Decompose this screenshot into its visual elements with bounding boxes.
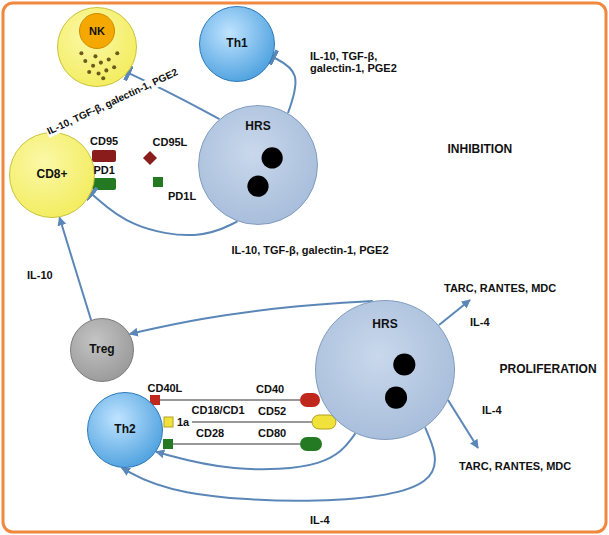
ligand-label: CD95L: [153, 136, 188, 149]
granule-dot: [79, 51, 83, 55]
receptor-label: PD1: [94, 164, 115, 177]
receptor-label: CD40: [256, 383, 284, 396]
ligand-label: CD28: [196, 427, 224, 440]
chemokine-label: TARC, RANTES, MDC: [444, 282, 556, 295]
cell-name: HRS: [245, 120, 270, 133]
cell-name: HRS: [372, 318, 397, 331]
signal-connector: [130, 301, 373, 334]
ligand-label: PD1L: [168, 190, 196, 203]
hrs-cell: HRS: [315, 300, 455, 440]
ligand-label: CD18/CD1: [192, 404, 245, 417]
granule-dot: [107, 57, 111, 61]
th2-cell: Th2: [87, 392, 163, 468]
section-heading: PROLIFERATION: [500, 363, 597, 377]
cell-name: NK: [79, 13, 115, 49]
chemokine-label: TARC, RANTES, MDC: [459, 460, 571, 473]
cd80-receptor: [300, 437, 322, 451]
granule-dot: [104, 68, 108, 72]
cell-name: CD8+: [36, 168, 67, 181]
cd40l-ligand: [150, 395, 160, 405]
pd1l-ligand: [153, 177, 163, 187]
hrs-cell: HRS: [198, 105, 318, 225]
signal-connector: [156, 433, 355, 469]
cytokine-label: IL-4: [470, 316, 490, 329]
signal-connector: [128, 73, 220, 119]
cytokine-label: IL-4: [482, 404, 502, 417]
cd95l-ligand: [143, 151, 157, 165]
cytokine-label: IL-10: [26, 269, 54, 282]
cd28-ligand: [163, 439, 173, 449]
secretion-arrow: [448, 400, 478, 448]
ligand-label: 1a: [177, 416, 189, 429]
granule-dot: [112, 65, 116, 69]
secretion-arrow: [439, 300, 470, 325]
cytokine-label: IL-10, TGF-β, galectin-1, PGE2: [231, 244, 390, 257]
granule-dot: [93, 54, 97, 58]
receptor-label: CD80: [258, 427, 286, 440]
treg-cell: Treg: [70, 318, 134, 382]
cell-granules: [58, 8, 136, 86]
cell-name: Treg: [89, 343, 114, 356]
signal-connector: [91, 193, 238, 235]
nucleus-dot: [247, 176, 268, 197]
granule-dot: [115, 51, 119, 55]
cd40-receptor: [300, 393, 320, 407]
granule-dot: [101, 76, 105, 80]
receptor-label: CD52: [258, 405, 286, 418]
signal-connector: [273, 57, 296, 113]
cell-granules: [316, 301, 454, 439]
frame-border: [3, 3, 606, 532]
cd52-receptor: [312, 415, 336, 429]
th1-cell: Th1: [199, 6, 275, 82]
cell-granules: [199, 106, 317, 224]
cd95-receptor: [92, 150, 116, 162]
cd8-cell: CD8+: [9, 132, 95, 218]
signal-connector: [59, 217, 91, 320]
granule-dot: [87, 70, 91, 74]
nucleus-dot: [385, 387, 407, 409]
cytokine-label: IL-10, TGF-β, galectin-1, PGE2: [44, 66, 180, 138]
cd11a-ligand: [164, 417, 173, 427]
granule-dot: [91, 64, 95, 68]
binding-line: [160, 399, 300, 400]
nucleus-dot: [393, 353, 415, 375]
nucleus-dot: [262, 147, 283, 168]
cell-name: Th1: [226, 37, 247, 50]
binding-line: [192, 421, 312, 422]
granule-dot: [83, 59, 87, 63]
receptor-label: CD95: [90, 135, 118, 148]
cell-name: Th2: [114, 423, 135, 436]
granule-dot: [99, 61, 103, 65]
ligand-label: CD40L: [148, 382, 183, 395]
granule-dot: [97, 71, 101, 75]
cytokine-label: IL-4: [309, 514, 331, 527]
signal-connector: [122, 427, 435, 500]
binding-line: [173, 443, 300, 444]
section-heading: INHIBITION: [448, 143, 513, 157]
pd1-receptor: [92, 178, 116, 190]
cytokine-label: IL-10, TGF-β, galectin-1, PGE2: [309, 50, 423, 75]
nk-cell: NK: [57, 7, 137, 87]
